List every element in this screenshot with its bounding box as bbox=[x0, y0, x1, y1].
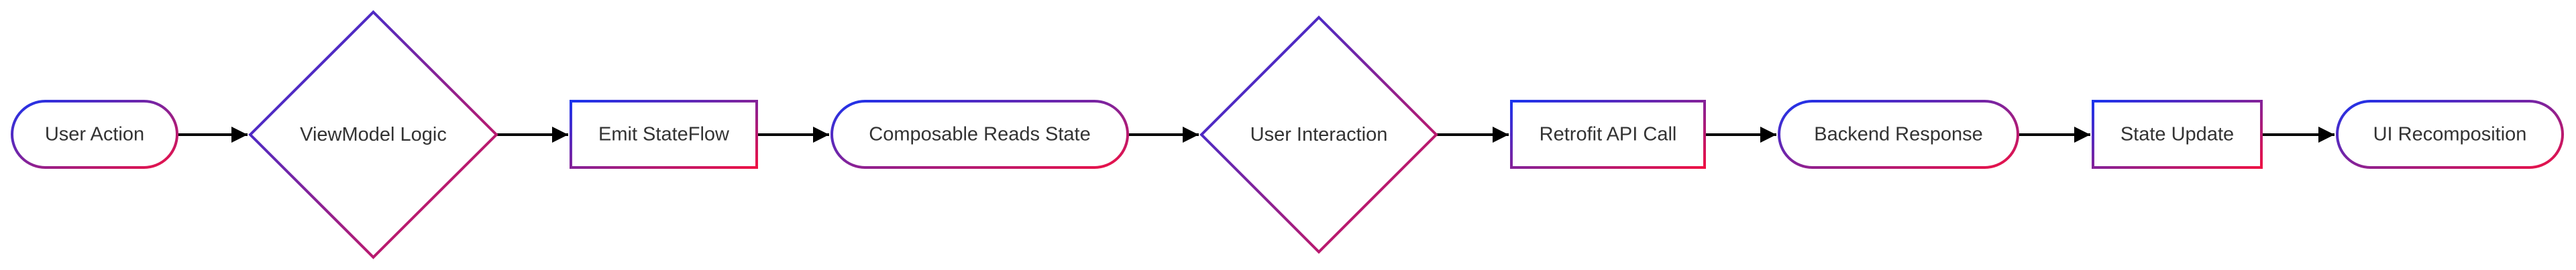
node-label-5: User Interaction bbox=[1250, 124, 1388, 145]
node-diamond-2: ViewModel Logic bbox=[248, 10, 498, 259]
node-shape-2 bbox=[248, 10, 498, 259]
node-label-6: Retrofit API Call bbox=[1540, 124, 1677, 145]
node-label-1: User Action bbox=[45, 124, 144, 145]
node-stadium-4: Composable Reads State bbox=[830, 100, 1129, 169]
node-shape-9 bbox=[2336, 100, 2564, 169]
node-stadium-9: UI Recomposition bbox=[2336, 100, 2564, 169]
node-shape-3 bbox=[570, 100, 758, 169]
node-stadium-1: User Action bbox=[11, 100, 178, 169]
node-shape-4 bbox=[830, 100, 1129, 169]
node-label-3: Emit StateFlow bbox=[598, 124, 730, 145]
node-stadium-7: Backend Response bbox=[1778, 100, 2019, 169]
node-rectangle-3: Emit StateFlow bbox=[570, 100, 758, 169]
node-label-8: State Update bbox=[2121, 124, 2234, 145]
nodes-layer: User Action ViewModel Logic Emit StateFlow… bbox=[11, 10, 2564, 259]
node-label-9: UI Recomposition bbox=[2373, 124, 2527, 145]
node-label-2: ViewModel Logic bbox=[300, 124, 447, 145]
node-shape-6 bbox=[1510, 100, 1706, 169]
node-shape-5 bbox=[1199, 15, 1438, 254]
node-shape-8 bbox=[2092, 100, 2263, 169]
node-rectangle-6: Retrofit API Call bbox=[1510, 100, 1706, 169]
node-shape-7 bbox=[1778, 100, 2019, 169]
node-label-7: Backend Response bbox=[1814, 124, 1983, 145]
node-shape-1 bbox=[11, 100, 178, 169]
node-label-4: Composable Reads State bbox=[869, 124, 1090, 145]
node-rectangle-8: State Update bbox=[2092, 100, 2263, 169]
node-diamond-5: User Interaction bbox=[1199, 15, 1438, 254]
